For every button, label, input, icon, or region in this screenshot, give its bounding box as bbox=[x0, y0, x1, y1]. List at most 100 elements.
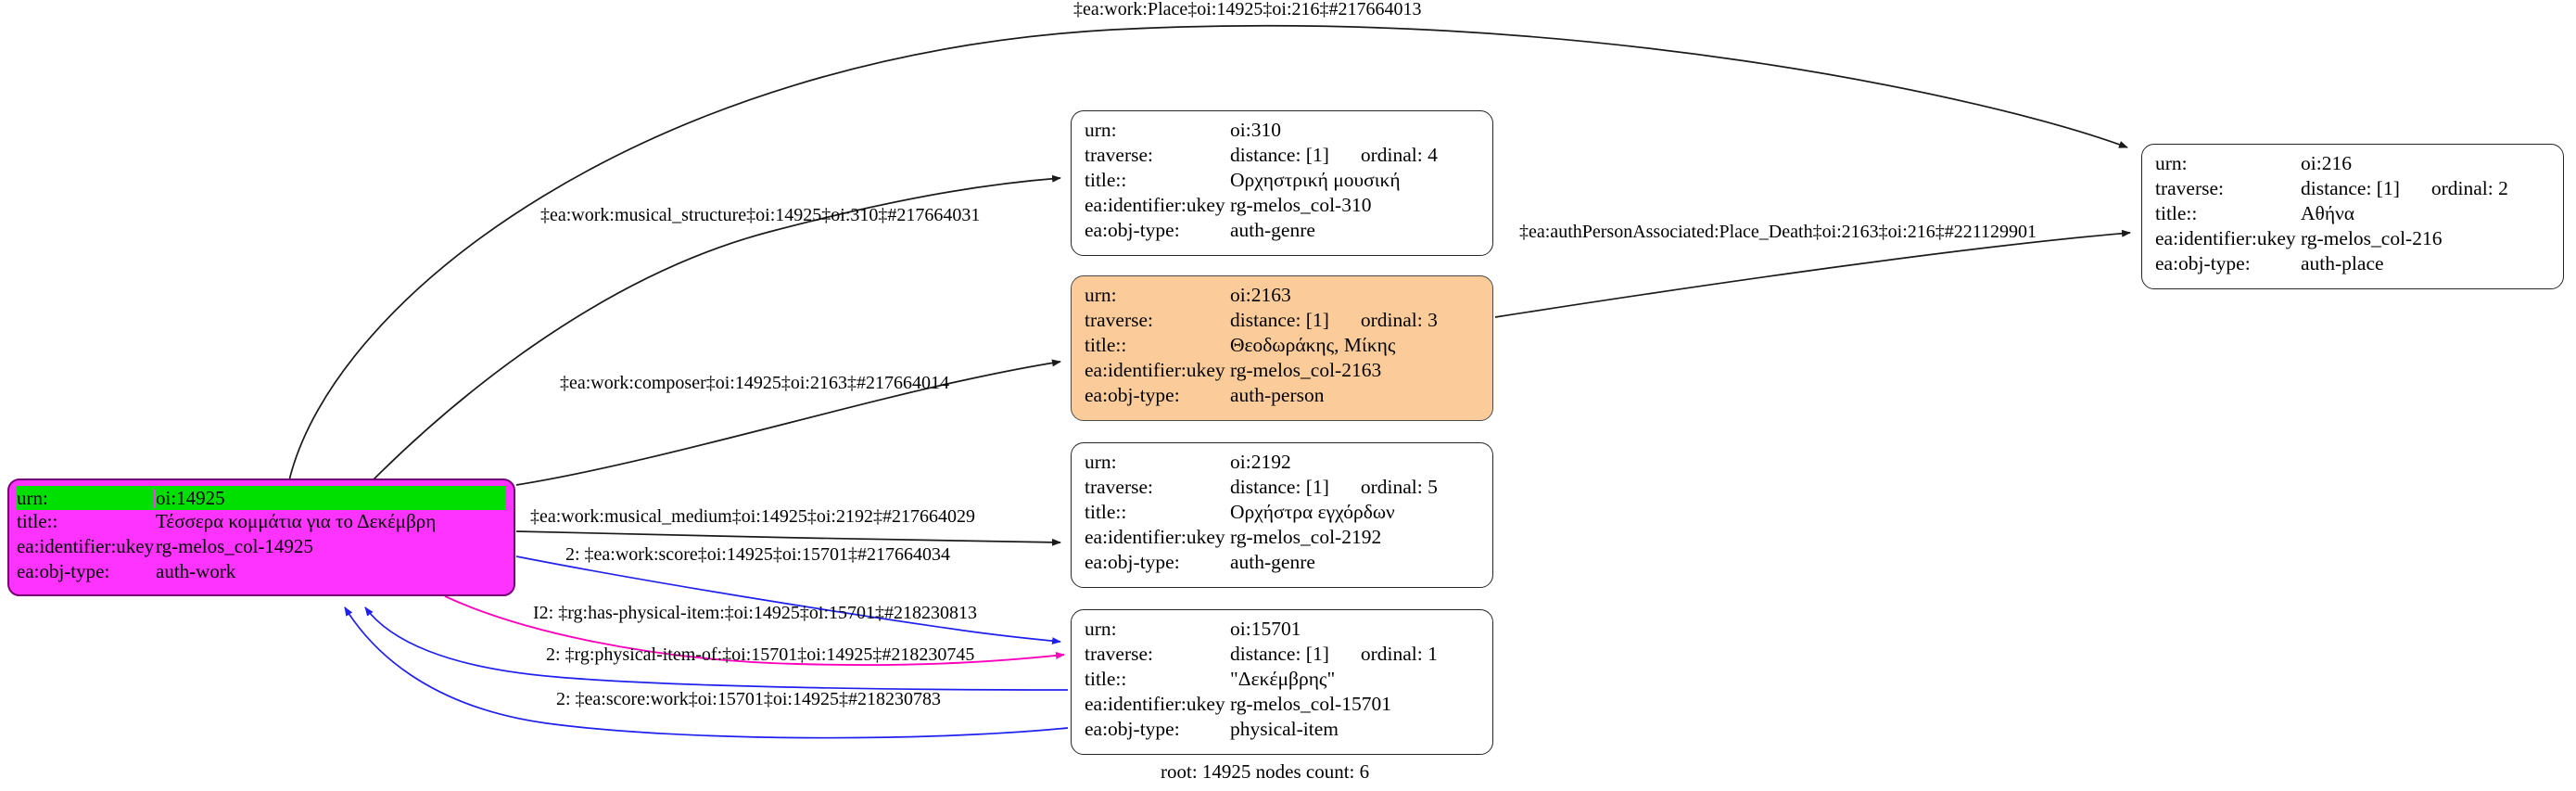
field-value-traverse: distance: [1] ordinal: 3 bbox=[1230, 309, 1438, 331]
field-value-ukey: rg-melos_col-310 bbox=[1230, 194, 1372, 216]
field-value-traverse: distance: [1] ordinal: 2 bbox=[2301, 177, 2508, 199]
node-row-traverse: traverse: distance: [1]ordinal: 1 bbox=[1085, 644, 1479, 670]
edge-path-place bbox=[288, 24, 2128, 481]
field-label-urn: urn: bbox=[17, 488, 156, 508]
field-label-title: title:: bbox=[1085, 334, 1127, 356]
field-value-objtype: auth-person bbox=[1230, 384, 1325, 406]
field-value-urn: oi:15701 bbox=[1230, 618, 1301, 640]
field-label-objtype: ea:obj-type: bbox=[1085, 551, 1180, 573]
node-oi-2192[interactable]: urn: oi:2192 traverse: distance: [1] ordi… bbox=[1071, 442, 1493, 588]
edge-path-work-score bbox=[515, 555, 1061, 645]
field-value-ukey: rg-melos_col-2192 bbox=[1230, 526, 1382, 548]
node-row-traverse: traverse: distance: [1] ordinal: 3 bbox=[1085, 309, 1479, 336]
field-label-title: title:: bbox=[17, 510, 58, 532]
traverse-ordinal: ordinal: 2 bbox=[2430, 177, 2508, 199]
node-row-urn: urn: oi:14925 bbox=[17, 486, 506, 510]
traverse-distance: distance: [1] bbox=[2301, 177, 2400, 199]
node-row-urn: urn: oi:216 bbox=[2155, 152, 2550, 179]
field-value-title: Ορχήστρα εγχόρδων bbox=[1230, 501, 1395, 523]
node-row-traverse: traverse: distance: [1] ordinal: 5 bbox=[1085, 476, 1479, 503]
field-value-ukey: rg-melos_col-15701 bbox=[1230, 693, 1391, 715]
traverse-ordinal: ordinal: 4 bbox=[1360, 144, 1438, 166]
edge-label-physical-item-of: 2: ‡rg:physical-item-of:‡oi:15701‡oi:149… bbox=[546, 644, 975, 665]
field-label-traverse: traverse: bbox=[1085, 144, 1154, 166]
field-value-title: Αθήνα bbox=[2301, 202, 2355, 224]
field-value-objtype: auth-genre bbox=[1230, 551, 1315, 573]
field-label-title: title:: bbox=[1085, 668, 1127, 690]
node-oi-2163[interactable]: urn: oi:2163 traverse: distance: [1] ordi… bbox=[1071, 275, 1493, 421]
field-value-urn: oi:216 bbox=[2301, 152, 2352, 174]
field-value-title: "Δεκέμβρης" bbox=[1230, 668, 1336, 690]
node-row-title: title:: Ορχήστρα εγχόρδων bbox=[1085, 501, 1479, 528]
field-value-objtype: physical-item bbox=[1230, 718, 1339, 740]
node-row-title: title:: Ορχηστρική μουσική bbox=[1085, 169, 1479, 196]
edge-path-physical-item-of bbox=[364, 606, 1069, 691]
traverse-ordinal: ordinal: 1 bbox=[1360, 643, 1438, 665]
field-label-title: title:: bbox=[1085, 501, 1127, 523]
node-row-urn: urn: oi:2163 bbox=[1085, 284, 1479, 311]
edge-path-musical-structure bbox=[370, 174, 1061, 483]
edge-path-musical-medium bbox=[515, 530, 1061, 546]
edge-label-place-death: ‡ea:authPersonAssociated:Place_Death‡oi:… bbox=[1519, 222, 2037, 242]
node-row-ukey: ea:identifier:ukey rg-melos_col-2163 bbox=[1085, 359, 1479, 386]
field-value-objtype: auth-work bbox=[156, 560, 236, 582]
field-label-objtype: ea:obj-type: bbox=[1085, 219, 1180, 241]
node-row-ukey: ea:identifier:ukey rg-melos_col-14925 bbox=[17, 537, 506, 562]
node-row-objtype: ea:obj-type: auth-genre bbox=[1085, 551, 1479, 578]
field-value-traverse: distance: [1] ordinal: 5 bbox=[1230, 476, 1438, 498]
field-label-urn: urn: bbox=[1085, 284, 1117, 306]
field-value-urn: oi:310 bbox=[1230, 119, 1281, 141]
node-row-title: title:: "Δεκέμβρης" bbox=[1085, 668, 1479, 695]
field-label-traverse: traverse: bbox=[1085, 476, 1154, 498]
node-row-traverse: traverse: distance: [1] ordinal: 4 bbox=[1085, 144, 1479, 171]
field-value-objtype: auth-genre bbox=[1230, 219, 1315, 241]
field-label-objtype: ea:obj-type: bbox=[1085, 718, 1180, 740]
traverse-distance: distance: [1] bbox=[1230, 144, 1329, 166]
field-label-traverse: traverse: bbox=[1085, 643, 1154, 665]
field-value-urn: oi:2163 bbox=[1230, 284, 1291, 306]
field-value-title: Τέσσερα κομμάτια για το Δεκέμβρη bbox=[156, 510, 437, 532]
field-value-urn: oi:2192 bbox=[1230, 451, 1291, 473]
field-label-title: title:: bbox=[1085, 169, 1127, 191]
traverse-ordinal: ordinal: 3 bbox=[1360, 309, 1438, 331]
node-row-objtype: ea:obj-type: auth-person bbox=[1085, 384, 1479, 411]
node-root-oi-14925[interactable]: urn: oi:14925 title:: Τέσσερα κομμάτια γ… bbox=[7, 478, 515, 596]
field-label-ukey: ea:identifier:ukey bbox=[17, 535, 155, 557]
node-oi-216[interactable]: urn: oi:216 traverse: distance: [1]ordin… bbox=[2141, 144, 2564, 289]
graph-caption: root: 14925 nodes count: 6 bbox=[1161, 760, 1370, 783]
edge-label-composer: ‡ea:work:composer‡oi:14925‡oi:2163‡#2176… bbox=[560, 373, 949, 393]
node-row-title: title:: Αθήνα bbox=[2155, 202, 2550, 229]
field-label-ukey: ea:identifier:ukey bbox=[1085, 359, 1225, 381]
field-label-traverse: traverse: bbox=[1085, 309, 1154, 331]
node-row-urn: urn: oi:2192 bbox=[1085, 451, 1479, 478]
node-row-title: title:: Τέσσερα κομμάτια για το Δεκέμβρη bbox=[17, 512, 506, 537]
node-oi-15701[interactable]: urn: oi:15701 traverse: distance: [1]ord… bbox=[1071, 609, 1493, 755]
node-oi-310[interactable]: urn: oi:310 traverse: distance: [1]ordin… bbox=[1071, 110, 1493, 256]
node-row-ukey: ea:identifier:ukey rg-melos_col-15701 bbox=[1085, 693, 1479, 720]
node-row-title: title:: Θεοδωράκης, Μίκης bbox=[1085, 334, 1479, 361]
field-value-title: Θεοδωράκης, Μίκης bbox=[1230, 334, 1396, 356]
node-row-objtype: ea:obj-type: physical-item bbox=[1085, 718, 1479, 745]
field-value-ukey: rg-melos_col-216 bbox=[2301, 227, 2443, 249]
traverse-distance: distance: [1] bbox=[1230, 309, 1329, 331]
traverse-distance: distance: [1] bbox=[1230, 476, 1329, 498]
node-row-objtype: ea:obj-type: auth-work bbox=[17, 562, 506, 587]
field-value-ukey: rg-melos_col-14925 bbox=[156, 535, 313, 557]
node-row-ukey: ea:identifier:ukey rg-melos_col-2192 bbox=[1085, 526, 1479, 553]
field-label-urn: urn: bbox=[1085, 451, 1117, 473]
field-value-urn: oi:14925 bbox=[156, 486, 225, 509]
edge-path-place-death bbox=[1494, 229, 2131, 318]
edge-label-has-physical-item: I2: ‡rg:has-physical-item:‡oi:14925‡oi:1… bbox=[533, 603, 978, 623]
edge-label-place: ‡ea:work:Place‡oi:14925‡oi:216‡#21766401… bbox=[1073, 0, 1422, 19]
edge-path-score-work bbox=[344, 606, 1069, 739]
node-row-ukey: ea:identifier:ukey rg-melos_col-216 bbox=[2155, 227, 2550, 254]
edge-path-composer bbox=[515, 359, 1061, 486]
field-label-objtype: ea:obj-type: bbox=[1085, 384, 1180, 406]
field-label-ukey: ea:identifier:ukey bbox=[1085, 526, 1225, 548]
field-value-objtype: auth-place bbox=[2301, 252, 2384, 274]
traverse-ordinal: ordinal: 5 bbox=[1360, 476, 1438, 498]
field-label-ukey: ea:identifier:ukey bbox=[1085, 194, 1225, 216]
field-value-traverse: distance: [1] ordinal: 4 bbox=[1230, 144, 1438, 166]
node-row-objtype: ea:obj-type: auth-genre bbox=[1085, 219, 1479, 246]
